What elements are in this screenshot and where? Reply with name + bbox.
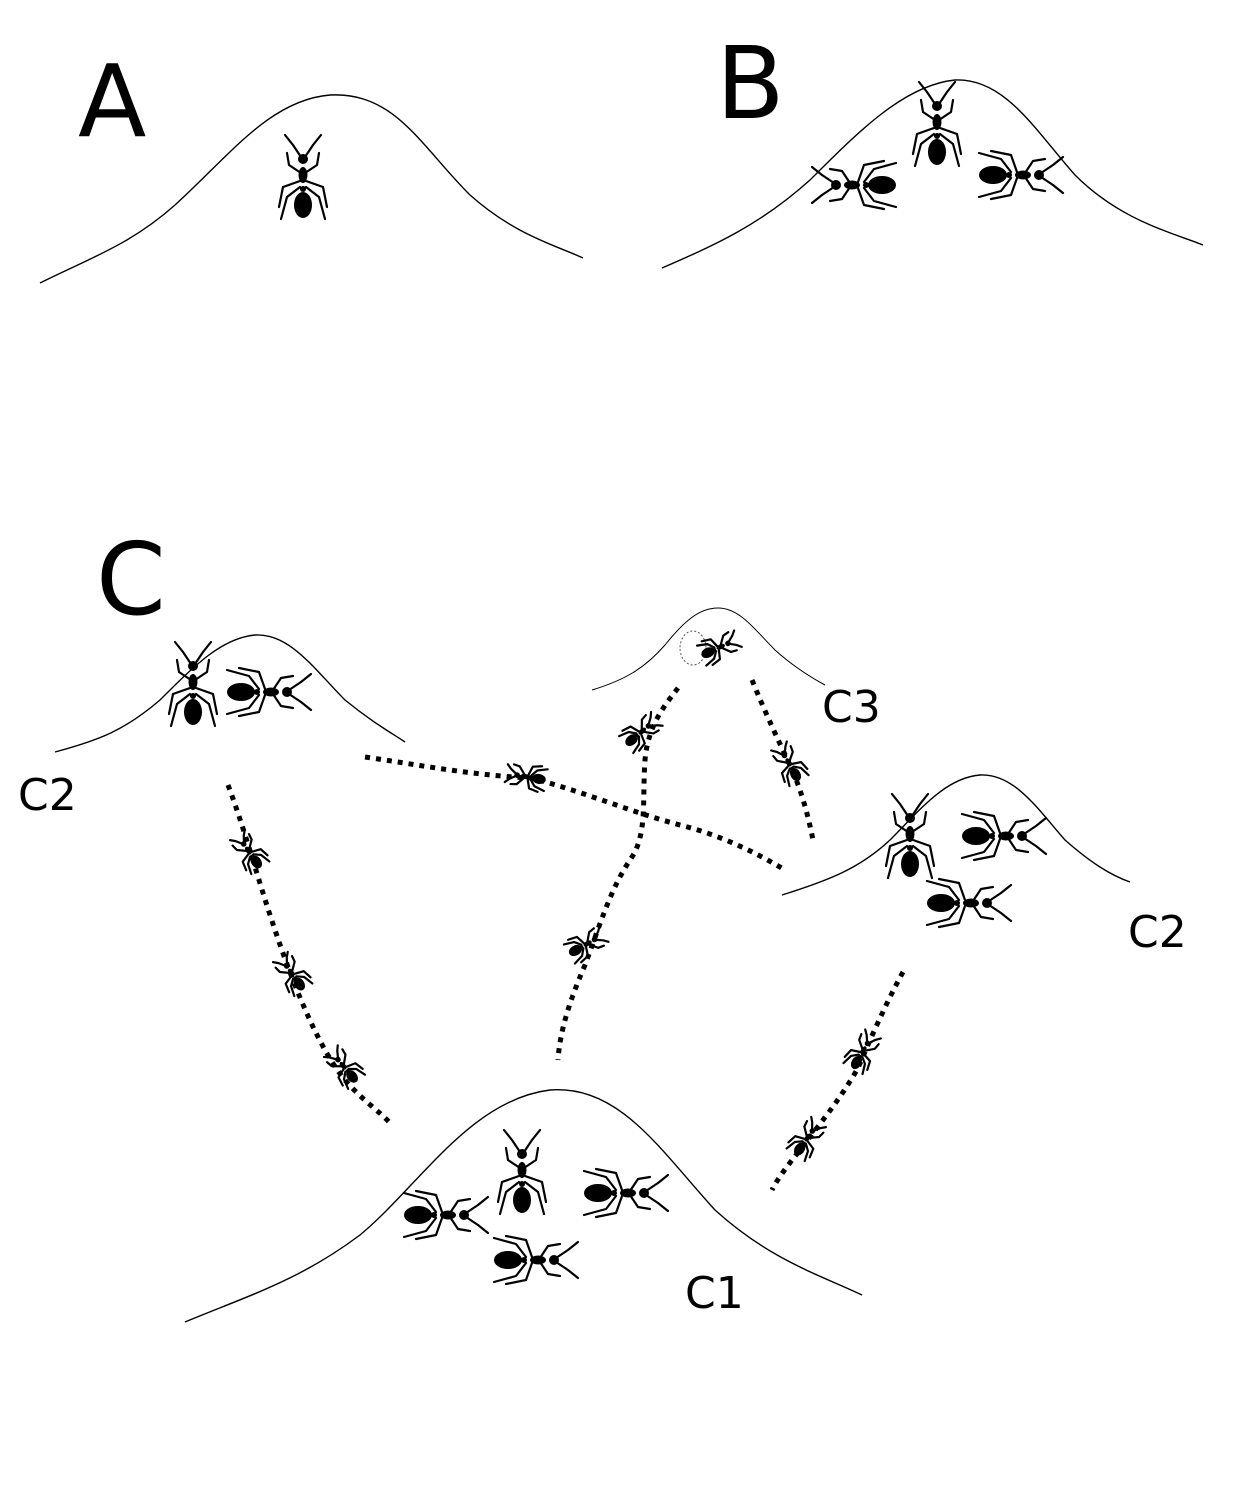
panel-c: C C2	[18, 521, 1187, 1323]
ant-queen-icon	[277, 133, 329, 221]
trail-c2left-c1	[225, 784, 392, 1125]
ant-worker-icon	[960, 810, 1048, 862]
panel-letter-a: A	[78, 43, 146, 160]
ant-worker-icon	[925, 877, 1013, 929]
panel-letter-c: C	[96, 521, 166, 638]
ant-forager-icon	[225, 826, 273, 877]
nest-c2-right: C2	[781, 774, 1187, 958]
mound-c2-right	[781, 774, 1131, 896]
trail-ants	[225, 707, 886, 1164]
nest-c1: C1	[184, 1089, 863, 1323]
mound-b	[661, 79, 1204, 269]
nest-label-c2-right: C2	[1128, 907, 1187, 958]
ant-worker-icon	[492, 1234, 580, 1286]
nest-label-c1: C1	[685, 1268, 744, 1319]
nest-label-c2-left: C2	[18, 770, 77, 821]
trail-c3-c1	[555, 686, 680, 1061]
brood-icon	[679, 630, 707, 666]
nest-c3: C3	[591, 607, 881, 733]
panel-letter-b: B	[716, 25, 785, 142]
mound-c3	[591, 607, 826, 691]
ant-forager-icon	[840, 1026, 886, 1077]
trails	[225, 679, 906, 1192]
ant-forager-icon	[268, 948, 316, 999]
trail-c2right-c1	[769, 970, 906, 1192]
ant-founder-icon	[695, 625, 745, 669]
panel-a: A	[39, 43, 584, 284]
mound-c1	[184, 1089, 863, 1323]
ant-forager-icon	[319, 1041, 368, 1092]
ant-worker-icon	[977, 149, 1065, 201]
trail-c2left-c2right	[364, 754, 787, 873]
ant-queen-icon	[911, 80, 963, 168]
ant-forager-icon	[766, 738, 812, 789]
ant-worker-icon	[812, 161, 896, 209]
trail-c3-c2right	[749, 679, 816, 841]
ant-forager-icon	[561, 921, 612, 967]
nest-label-c3: C3	[822, 682, 881, 733]
ant-queen-icon	[496, 1128, 548, 1216]
mound-a	[39, 94, 584, 284]
panel-b: B	[661, 25, 1204, 269]
ant-worker-icon	[225, 666, 313, 718]
ant-worker-icon	[402, 1189, 490, 1241]
ant-worker-icon	[582, 1167, 670, 1219]
mound-c2-left	[54, 634, 406, 753]
ant-forager-icon	[783, 1113, 831, 1164]
nest-c2-left: C2	[18, 634, 406, 821]
